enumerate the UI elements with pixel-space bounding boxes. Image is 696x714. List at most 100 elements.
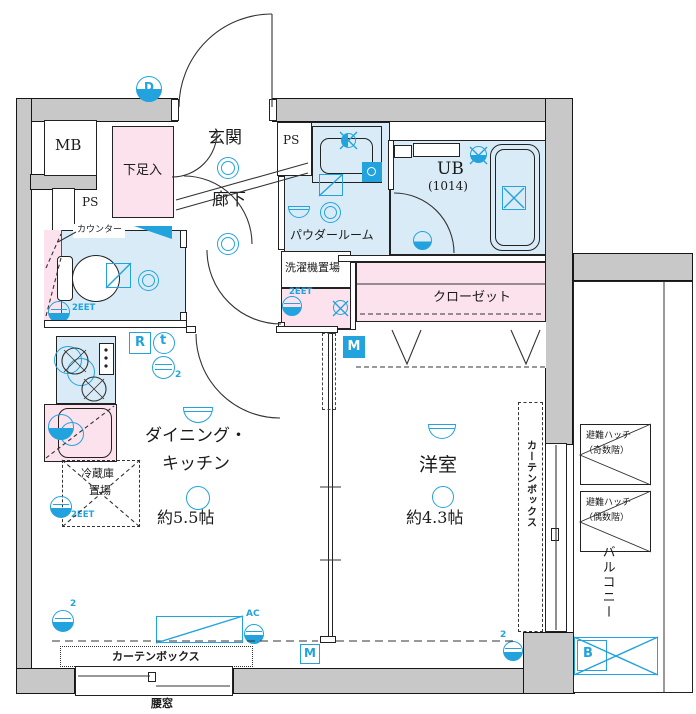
water-heater-dot — [367, 167, 376, 176]
thermostat-mark: t — [160, 333, 167, 348]
counter-label: カウンター — [77, 225, 123, 235]
western-room-label: 洋室 — [419, 454, 458, 476]
ceiling-light-icon-bedroom — [432, 486, 454, 508]
fridge-label-1: 冷蔵庫 — [81, 467, 114, 480]
wall-light-icon-dk — [183, 407, 213, 423]
corner-shelf-icon — [134, 226, 172, 239]
unit-bath-label: UB — [437, 159, 464, 179]
toilet-door-arc — [183, 175, 253, 245]
multimedia-mark-top: M — [343, 336, 365, 358]
wall-powder-ub — [388, 140, 394, 190]
dk-label-2: キッチン — [162, 454, 230, 474]
outlet-count-rt: 2 — [175, 370, 182, 380]
pipe-space-right-label: PS — [283, 133, 300, 147]
wall-bottom-left — [16, 668, 75, 694]
wall-bottom-right — [523, 632, 575, 694]
hatch-odd-label-2: （奇数階） — [584, 446, 630, 456]
wall-bottom-center — [233, 668, 525, 694]
western-room-area-label: 約4.3帖 — [406, 508, 464, 527]
downlight-icon-hallway — [217, 233, 239, 255]
range-mark: R — [129, 332, 151, 354]
downlight-icon-powder — [320, 202, 341, 223]
wall-powder-west — [278, 176, 285, 250]
toilet-tank — [57, 256, 73, 301]
stove-knob-panel — [99, 343, 114, 375]
outlet-icon-bedroom — [503, 641, 523, 661]
access-panel-icon-toilet — [106, 263, 131, 288]
pipe-space-left — [52, 188, 75, 236]
unit-bath-size-label: (1014) — [428, 179, 468, 193]
wall-hall-south — [276, 326, 338, 333]
meter-box-label: MB — [55, 136, 82, 154]
partition-cap — [320, 636, 336, 643]
outlet-icon-dk-bottom — [52, 610, 74, 632]
laundry-label: 洗濯機置場 — [285, 261, 340, 274]
closet-label: クローゼット — [433, 290, 512, 305]
curtain-box-side-label: カーテンボックス — [524, 440, 536, 528]
bathtub-inner — [495, 149, 535, 246]
multimedia-mark-bottom: M — [300, 644, 320, 664]
door-d-mark: D — [144, 80, 154, 94]
sink-faucet-icon-2 — [60, 422, 84, 446]
wall-balcony-partition — [573, 253, 693, 281]
entrance-jamb-left — [171, 99, 179, 121]
dk-door-arc — [195, 333, 281, 419]
thermostat-mark-circle — [153, 332, 175, 354]
powder-room-label: パウダールーム — [290, 228, 374, 242]
ceiling-light-icon-dk — [186, 486, 210, 510]
wall-ub-south — [338, 255, 546, 262]
waist-window-label: 腰窓 — [151, 697, 173, 710]
outlet-icon-fridge — [50, 496, 72, 518]
hallway-label: 廊下 — [212, 190, 246, 210]
wall-hall-south-jamb — [186, 326, 196, 333]
ac-label: AC — [246, 609, 260, 619]
pipe-space-right — [277, 122, 312, 176]
bath-shelf-small — [394, 145, 412, 158]
access-panel-icon-powder — [319, 174, 343, 196]
bath-door-knob-icon — [413, 231, 432, 250]
fridge-label-2: 置場 — [89, 484, 111, 497]
balcony-area — [573, 281, 693, 693]
downlight-icon-toilet — [138, 270, 159, 291]
bathtub-drain-icon — [502, 186, 526, 210]
balcony-window-handle — [551, 528, 559, 541]
entrance-jamb-right — [269, 99, 277, 121]
outlet-icon-rt — [152, 356, 175, 379]
counter-label-patch — [73, 224, 125, 238]
wall-right — [545, 98, 573, 445]
closet-front-zone — [356, 322, 546, 368]
balcony-b-mark: B — [583, 646, 593, 661]
meter-box — [44, 120, 97, 176]
faucet-icon-bath — [470, 146, 487, 163]
curtain-box-bottom-label: カーテンボックス — [112, 650, 200, 663]
downlight-icon-entrance — [217, 157, 239, 179]
bathtub-outer — [490, 144, 540, 251]
hatch-even-label-1: 避難ハッチ — [586, 498, 632, 508]
balcony-label: バルコニー — [599, 545, 615, 620]
outlet-icon-laundry — [282, 296, 302, 316]
powder-door-arc — [206, 249, 282, 325]
wall-toilet-south — [44, 320, 187, 328]
dk-area-label: 約5.5帖 — [157, 508, 215, 527]
outlet-icon-ac — [244, 624, 264, 644]
outlet-label-fridge: 2EET — [71, 510, 95, 520]
water-heater-icon — [362, 162, 382, 182]
outlet-count-bedroom: 2 — [500, 630, 507, 640]
outlet-label-toilet: 2EET — [72, 303, 96, 313]
entrance-label: 玄関 — [208, 128, 242, 148]
ac-space-box — [156, 616, 243, 643]
bath-shelf-long — [413, 143, 460, 157]
stove-circle-icon-2 — [67, 358, 95, 386]
wall-top-right — [272, 98, 572, 122]
hatch-even-label-2: （偶数階） — [584, 513, 630, 523]
hatch-odd-label-1: 避難ハッチ — [586, 431, 632, 441]
curtain-box-side — [518, 402, 543, 632]
wall-light-icon-bedroom — [428, 424, 456, 439]
wall-toilet-east-top — [180, 230, 187, 248]
entrance-door-arc — [178, 13, 273, 108]
waist-window-handle — [148, 672, 156, 682]
pipe-space-left-label: PS — [82, 195, 99, 209]
outlet-label-laundry: 2EET — [289, 287, 313, 297]
faucet-icon-powder — [341, 133, 356, 148]
